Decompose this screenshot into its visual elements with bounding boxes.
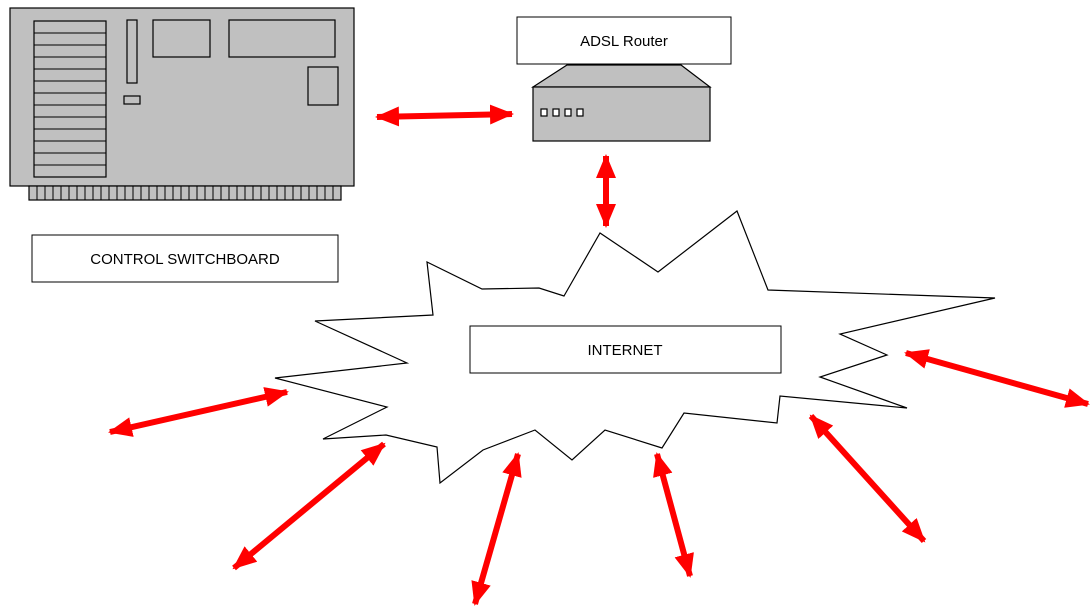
router-label-box: ADSL Router <box>516 16 732 65</box>
internet-label-box: INTERNET <box>469 325 782 374</box>
remote-arrow-south-right <box>653 452 694 578</box>
router-label: ADSL Router <box>580 33 668 50</box>
control-switchboard-label: CONTROL SWITCHBOARD <box>90 251 280 268</box>
remote-arrow-east <box>904 349 1090 408</box>
remote-arrow-south-left <box>471 452 522 606</box>
remote-arrow-west <box>108 387 289 437</box>
router-box-icon <box>530 64 712 142</box>
internet-label: INTERNET <box>588 342 663 359</box>
remote-arrow-southeast <box>808 413 927 544</box>
remote-arrow-southwest <box>232 441 386 571</box>
control-switchboard-label-box: CONTROL SWITCHBOARD <box>31 234 339 283</box>
switchboard-router-arrow <box>375 104 514 127</box>
switchboard-chassis-icon <box>9 7 355 201</box>
connection-arrows <box>108 104 1090 606</box>
